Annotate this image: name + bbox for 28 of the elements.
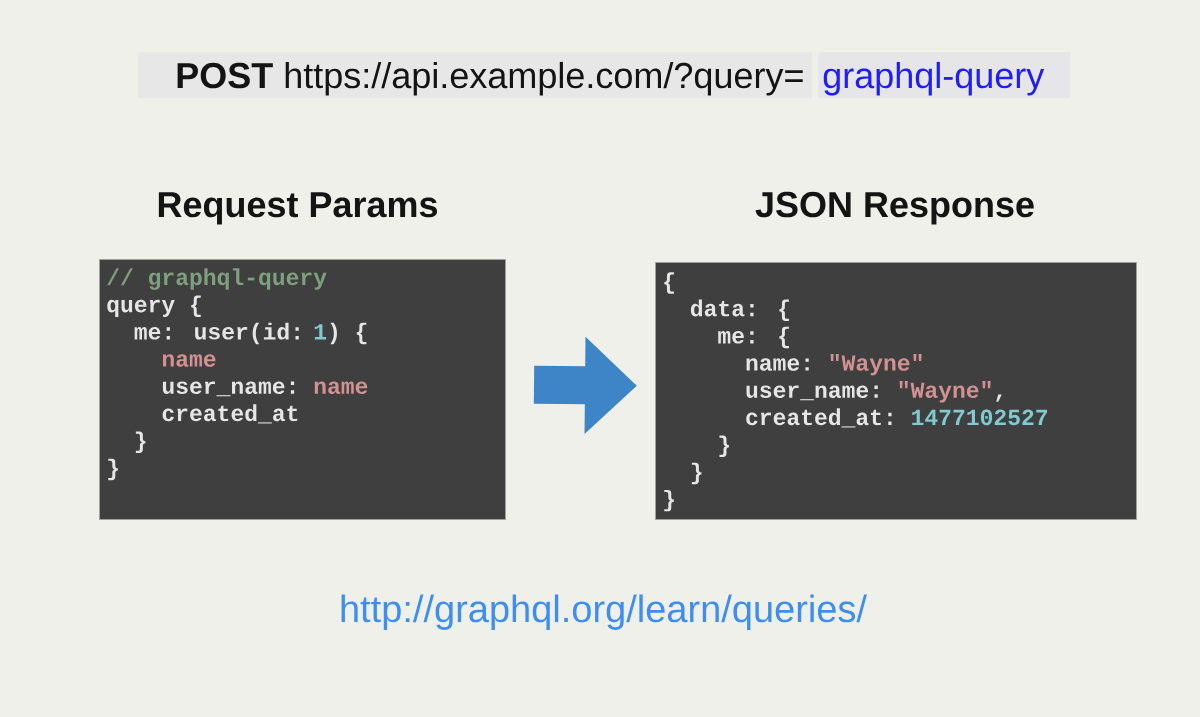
code-text: ,: [996, 394, 1002, 402]
query-highlight: graphql-query: [818, 52, 1071, 99]
code-text: }: [135, 431, 146, 453]
code-text: name:: [746, 358, 809, 371]
code-text: name: [162, 354, 216, 367]
code-text: {: [664, 272, 674, 294]
code-text: me: {: [718, 326, 789, 349]
code-text: user_name:: [746, 385, 878, 401]
code-text: }: [691, 462, 702, 485]
code-text: "Wayne": [899, 381, 991, 403]
code-text: "Wayne": [830, 353, 922, 376]
code-text: created_at: [162, 404, 298, 424]
code-text: me: user(id:: [134, 322, 299, 345]
code-text: user_name:: [162, 381, 295, 397]
code-text: ) {: [330, 322, 367, 345]
code-text: query {: [107, 295, 201, 317]
code-text: 1: [314, 324, 327, 340]
code-text: created_at:: [746, 408, 892, 428]
code-text: name: [314, 381, 368, 394]
code-text: data: {: [690, 299, 789, 321]
reference-url: http://graphql.org/learn/queries/: [341, 594, 867, 630]
code-text: 1477102527: [912, 409, 1048, 426]
panel-heading: Request Params: [158, 192, 438, 225]
panel-heading: JSON Response: [755, 191, 1034, 225]
code-text: // graphql-query: [107, 268, 327, 290]
code-text: }: [108, 458, 118, 481]
code-text: }: [664, 489, 674, 512]
code-text: }: [719, 435, 730, 457]
